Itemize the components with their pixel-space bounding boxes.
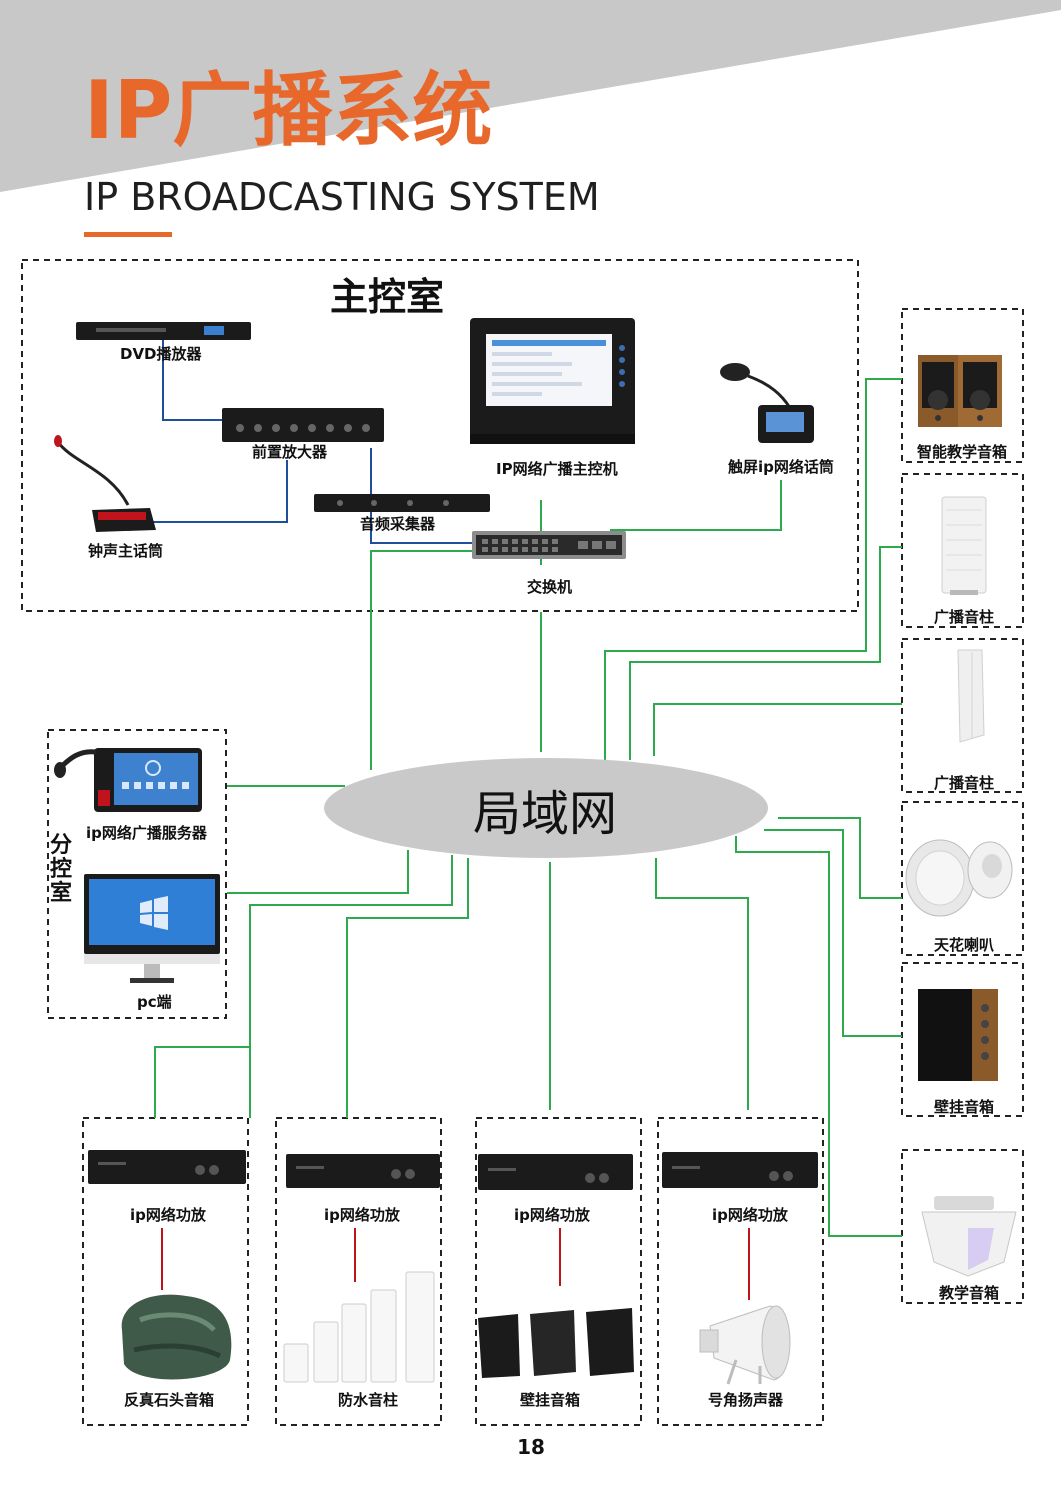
right-item-1-label: 智能教学音箱 [917, 443, 1007, 461]
preamp-icon [222, 408, 384, 442]
sub-room-box [47, 729, 227, 1019]
title-underline [84, 232, 172, 237]
right-box-6 [901, 1149, 1024, 1304]
lan-label: 局域网 [473, 786, 617, 842]
wall-speaker-icon [918, 989, 998, 1081]
dvd-player-icon [76, 322, 251, 340]
bottom-box-4 [657, 1117, 824, 1426]
ip-amplifier-1-icon [88, 1150, 246, 1184]
ip-amplifier-3-label: ip网络功放 [514, 1206, 591, 1224]
pc-monitor-icon [84, 874, 220, 983]
sub-room-title-1: 分 [50, 833, 72, 858]
main-room-box [21, 259, 859, 612]
sub-room-title-2: 控 [50, 856, 72, 882]
main-room-title: 主控室 [330, 275, 444, 319]
audio-capture-icon [314, 494, 490, 512]
ip-amplifier-2-label: ip网络功放 [324, 1206, 401, 1224]
waterproof-columns-icon [283, 1271, 435, 1383]
network-switch-icon [472, 531, 626, 559]
dvd-player-label: DVD播放器 [120, 345, 203, 363]
right-box-2 [901, 473, 1024, 628]
teaching-speaker-icon [921, 1196, 1017, 1277]
rock-speaker-label: 反真石头音箱 [124, 1391, 214, 1409]
right-item-4-label: 天花喇叭 [934, 936, 994, 954]
ceiling-speaker-icon [905, 839, 1013, 917]
right-item-5-label: 壁挂音箱 [934, 1098, 994, 1116]
bottom-box-2 [275, 1117, 442, 1426]
right-item-6-label: 教学音箱 [938, 1284, 999, 1302]
horn-speaker-label: 号角扬声器 [708, 1391, 784, 1409]
rock-speaker-icon [121, 1294, 232, 1380]
ip-amplifier-1-label: ip网络功放 [130, 1206, 207, 1224]
right-box-5 [901, 962, 1024, 1117]
broadcast-server-label: ip网络广播服务器 [86, 824, 208, 842]
horn-speaker-icon [699, 1305, 791, 1385]
ip-amplifier-3-icon [478, 1154, 633, 1190]
broadcast-server-icon [54, 748, 202, 812]
blue-wires [150, 340, 472, 544]
green-wires [154, 378, 902, 1237]
column-speaker-icon [941, 496, 987, 595]
network-switch-label: 交换机 [527, 578, 572, 596]
bottom-box-1 [82, 1117, 249, 1426]
right-box-4 [901, 801, 1024, 956]
bookshelf-speakers-icon [918, 355, 1002, 427]
sub-room-title-3: 室 [50, 880, 72, 906]
waterproof-columns-label: 防水音柱 [338, 1391, 398, 1409]
chime-microphone-icon [54, 435, 156, 532]
host-controller-label: IP网络广播主控机 [496, 460, 618, 478]
pc-label: pc端 [137, 993, 172, 1011]
page-title: IP广播系统 [84, 64, 492, 157]
tall-column-speaker-icon [957, 649, 985, 743]
ip-amplifier-4-icon [662, 1152, 818, 1188]
touch-ip-microphone-icon [720, 363, 814, 443]
ip-amplifier-2-icon [286, 1154, 440, 1188]
page-subtitle: IP BROADCASTING SYSTEM [84, 175, 600, 219]
touch-ip-microphone-label: 触屏ip网络话筒 [728, 458, 834, 476]
header-banner [0, 0, 1061, 192]
wall-speakers-label: 壁挂音箱 [520, 1391, 580, 1409]
preamp-label: 前置放大器 [252, 443, 328, 461]
audio-capture-label: 音频采集器 [360, 515, 436, 533]
chime-microphone-label: 钟声主话筒 [88, 542, 163, 560]
page-number: 18 [517, 1435, 545, 1459]
bottom-box-3 [475, 1117, 642, 1426]
red-wires [161, 1228, 750, 1300]
wall-speakers-icon [478, 1308, 634, 1378]
ip-amplifier-4-label: ip网络功放 [712, 1206, 789, 1224]
right-item-3-label: 广播音柱 [934, 774, 994, 792]
right-item-2-label: 广播音柱 [934, 608, 994, 626]
lan-ellipse [324, 758, 768, 858]
right-box-1 [901, 308, 1024, 463]
right-box-3 [901, 638, 1024, 793]
host-controller-icon [470, 318, 635, 444]
